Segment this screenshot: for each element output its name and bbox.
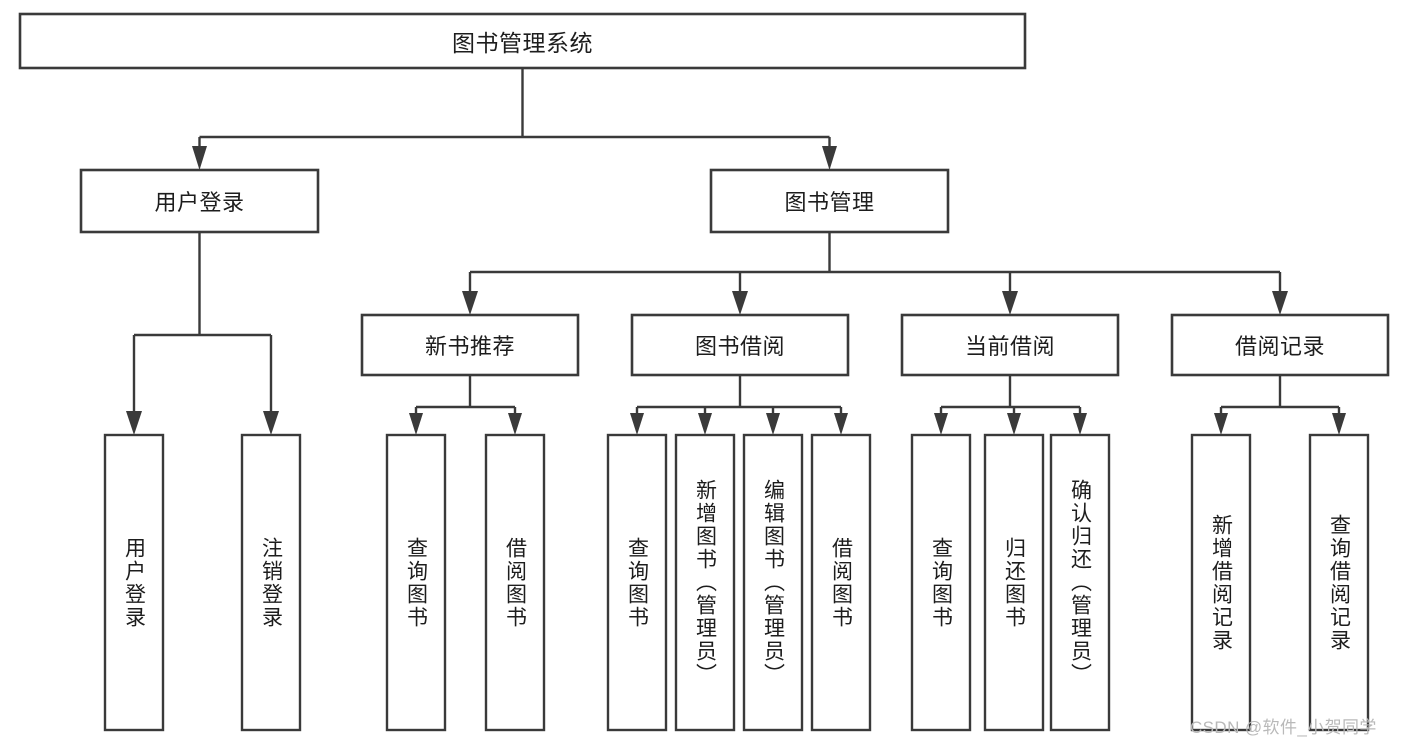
node-box-book-manage[interactable] [709,168,950,234]
arrowhead-to-leaf-user-logout [263,411,279,435]
arrowhead-to-book-manage [822,146,837,170]
arrowhead-to-leaf-query-record [1332,413,1346,435]
arrowhead-to-leaf-query-book-2 [630,413,644,435]
node-box-book-borrow[interactable] [630,313,850,377]
arrowhead-to-current-borrow [1002,291,1018,315]
node-box-leaf-borrow-book-2[interactable] [810,433,872,732]
node-box-leaf-add-book[interactable] [674,433,736,732]
arrowhead-to-leaf-edit-book [766,413,780,435]
arrowhead-to-leaf-borrow-book-1 [508,413,522,435]
arrowhead-to-leaf-add-record [1214,413,1228,435]
connector-current-borrow-to-leaves [934,375,1087,435]
arrowhead-to-leaf-add-book [698,413,712,435]
connector-new-book-recommend-to-leaves [409,375,522,435]
node-box-user-login[interactable] [79,168,320,234]
connector-user-login-to-leaves [126,232,279,435]
arrowhead-to-leaf-borrow-book-2 [834,413,848,435]
arrowhead-to-leaf-return-book [1007,413,1021,435]
node-box-leaf-return-book[interactable] [983,433,1045,732]
node-box-leaf-query-book-1[interactable] [385,433,447,732]
arrowhead-to-leaf-user-login [126,411,142,435]
node-box-leaf-edit-book[interactable] [742,433,804,732]
node-box-leaf-add-record[interactable] [1190,433,1252,732]
node-box-leaf-query-book-3[interactable] [910,433,972,732]
connector-book-borrow-to-leaves [630,375,848,435]
node-box-root[interactable] [18,12,1027,70]
node-box-leaf-user-logout[interactable] [240,433,302,732]
connector-root-to-level1 [192,68,837,170]
csdn-watermark: CSDN @软件_小贺同学 [1190,718,1377,737]
arrowhead-to-user-login [192,146,207,170]
node-box-current-borrow[interactable] [900,313,1120,377]
arrowhead-to-leaf-query-book-3 [934,413,948,435]
connector-book-manage-to-level2 [462,232,1288,315]
arrowhead-to-new-book-recommend [462,291,478,315]
connector-borrow-record-to-leaves [1214,375,1346,435]
arrowhead-to-leaf-confirm-return [1073,413,1087,435]
arrowhead-to-book-borrow [732,291,748,315]
node-box-new-book-recommend[interactable] [360,313,580,377]
node-box-leaf-query-record[interactable] [1308,433,1370,732]
node-box-leaf-user-login[interactable] [103,433,165,732]
arrowhead-to-leaf-query-book-1 [409,413,423,435]
arrowhead-to-borrow-record [1272,291,1288,315]
node-box-leaf-query-book-2[interactable] [606,433,668,732]
node-box-leaf-borrow-book-1[interactable] [484,433,546,732]
node-box-borrow-record[interactable] [1170,313,1390,377]
node-box-leaf-confirm-return[interactable] [1049,433,1111,732]
